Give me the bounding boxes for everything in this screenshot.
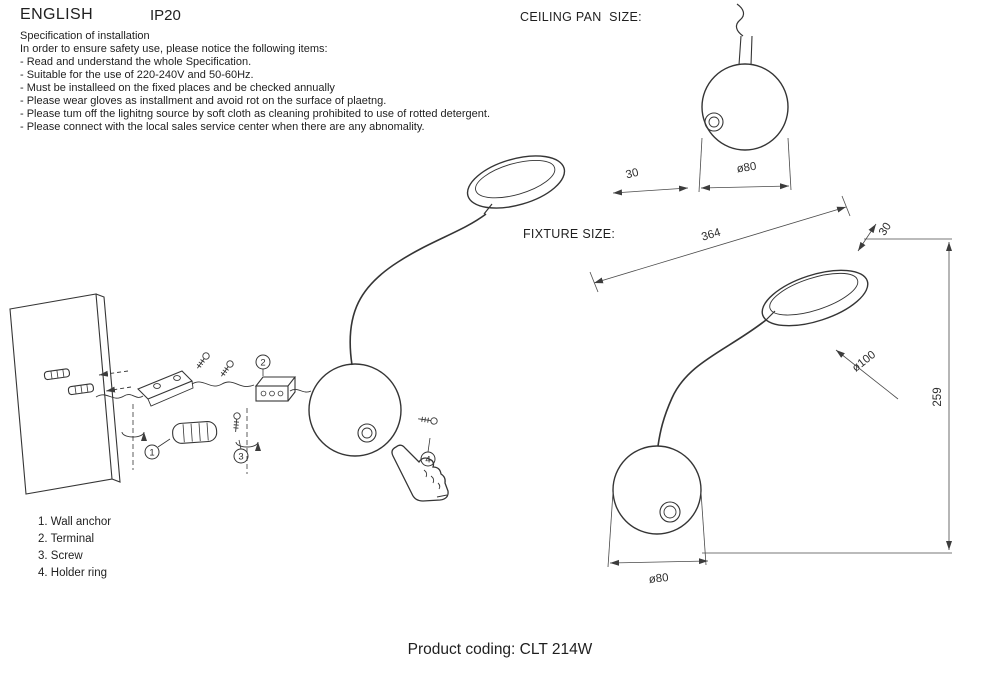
- lamp-head: [466, 155, 566, 209]
- wire: [289, 389, 312, 393]
- dim-head-diameter: ø100: [850, 349, 878, 375]
- terminal-block: [254, 376, 297, 402]
- mounting-bracket: [137, 370, 194, 407]
- diagram-callouts: [144, 354, 436, 467]
- wall-anchor-icon: [67, 383, 95, 396]
- lamp-base: [308, 363, 402, 457]
- ceiling-pan-dimensions: [612, 137, 792, 196]
- pointing-hand-icon: [391, 444, 449, 502]
- spec-items: - Read and understand the whole Specific…: [20, 56, 490, 134]
- dim-height: 259: [932, 387, 944, 406]
- ceiling-pan-size-label: CEILING PAN SIZE:: [520, 10, 642, 24]
- list-line: 2. Terminal: [38, 533, 95, 545]
- dim-pan-diameter: ø80: [736, 161, 757, 176]
- wall-anchor-icon: [43, 368, 71, 381]
- language-label: ENGLISH: [20, 6, 94, 23]
- installation-diagram: [9, 155, 566, 502]
- callout-4: 4: [425, 455, 430, 466]
- switch-button: [659, 501, 681, 523]
- callout-2: 2: [260, 358, 265, 369]
- switch-button: [357, 423, 377, 443]
- screw-icon: [418, 416, 438, 425]
- spec-intro: In order to ensure safety use, please no…: [20, 43, 328, 55]
- wall-anchor-large: [172, 420, 218, 444]
- dim-base-diameter: ø80: [648, 572, 669, 586]
- spec-title: Specification of installation: [20, 30, 150, 42]
- product-coding: Product coding: CLT 214W: [407, 641, 593, 658]
- lamp-base: [612, 445, 702, 535]
- list-line: - Read and understand the whole Specific…: [20, 56, 252, 68]
- screw-icon: [220, 360, 234, 377]
- list-line: - Must be installeed on the fixed places…: [20, 82, 335, 94]
- cable: [735, 3, 745, 37]
- dim-head-depth: 30: [877, 221, 894, 238]
- lamp-arm: [657, 319, 767, 447]
- fixture-drawing: [612, 269, 869, 535]
- list-line: - Suitable for the use of 220-240V and 5…: [20, 69, 254, 81]
- ceiling-pan-drawing: [701, 3, 789, 151]
- stem: [738, 35, 753, 66]
- wall-panel: [9, 293, 113, 495]
- pan-body: [701, 63, 789, 151]
- dim-pan-depth: 30: [625, 167, 640, 182]
- switch-button: [704, 112, 724, 132]
- screw-icon: [196, 352, 210, 369]
- fixture-size-label: FIXTURE SIZE:: [523, 227, 616, 241]
- lamp-arm: [349, 213, 487, 366]
- parts-list: 1. Wall anchor 2. Terminal 3. Screw 4. Hold…: [38, 514, 111, 582]
- wire: [95, 394, 144, 399]
- fixture-dimensions: [589, 195, 952, 568]
- ip-rating-label: IP20: [150, 7, 181, 24]
- lamp-head: [761, 269, 869, 327]
- screw-icon: [233, 412, 241, 432]
- list-line: 4. Holder ring: [38, 567, 108, 579]
- list-line: - Please connect with the local sales se…: [20, 121, 425, 133]
- callout-3: 3: [238, 452, 243, 463]
- spec-block: Specification of installation In order t…: [20, 30, 490, 134]
- list-line: 3. Screw: [38, 550, 83, 562]
- list-line: - Please tum off the lighitng source by …: [20, 108, 491, 120]
- wire: [191, 381, 255, 387]
- dim-arm-length: 364: [700, 226, 722, 243]
- callout-1: 1: [149, 448, 154, 459]
- list-line: 1. Wall anchor: [38, 516, 112, 528]
- list-line: - Please wear gloves as installment and …: [20, 95, 387, 107]
